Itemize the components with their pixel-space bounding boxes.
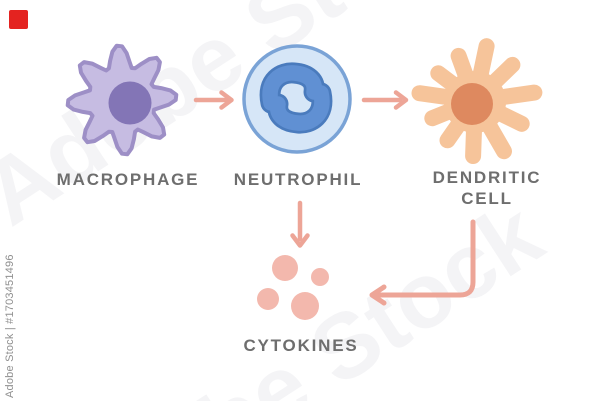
- dendritic-cell-label: DENDRITIC CELL: [432, 168, 542, 209]
- arrow-neutrophil-to-cytokines-head: [290, 233, 310, 248]
- stock-id-watermark: Adobe Stock | #1703451496: [4, 254, 16, 398]
- cytokine-dot: [272, 255, 298, 281]
- neutrophil-nucleus: [262, 65, 323, 111]
- arrow-dendritic-to-cytokines: [371, 219, 476, 298]
- cytokine-dot: [257, 288, 279, 310]
- macrophage-label: MACROPHAGE: [56, 170, 200, 189]
- arrow-macrophage-to-neutrophil-head: [219, 90, 234, 110]
- dendritic-nucleus: [451, 83, 493, 125]
- cytokine-dots: [257, 255, 329, 320]
- cytokines-label: CYTOKINES: [243, 336, 359, 355]
- macrophage-nucleus: [108, 81, 152, 125]
- arrow-neutrophil-to-dendritic-head: [393, 90, 409, 110]
- neutrophil-cell: [242, 44, 352, 154]
- flow-arrows: [193, 90, 476, 306]
- dendritic-cell: [411, 38, 543, 164]
- neutrophil-label: NEUTROPHIL: [233, 170, 363, 189]
- adobe-stock-logo-icon: [9, 10, 28, 29]
- cytokine-dot: [291, 292, 319, 320]
- macrophage-cell: [65, 43, 179, 157]
- cytokine-dot: [311, 268, 329, 286]
- arrow-dendritic-to-cytokines-head: [369, 284, 387, 306]
- neutrophil-nucleus: [269, 85, 330, 131]
